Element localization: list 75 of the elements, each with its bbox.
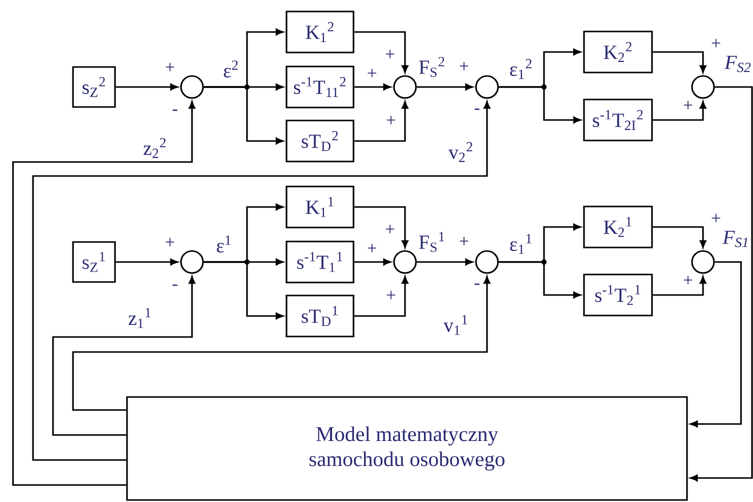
summing-junction	[393, 250, 417, 274]
sign-label: -	[474, 284, 480, 285]
sign-label: -	[172, 284, 178, 286]
block-box: K$_{1}$2	[286, 10, 354, 54]
sign-label: +	[368, 68, 376, 78]
block-box: s$_{Z}$1	[72, 241, 116, 283]
signal-label: z$_{1}$1	[128, 308, 151, 328]
arrow	[416, 258, 473, 266]
block-box: sT$_{D}$2	[286, 120, 354, 162]
summing-junction	[475, 75, 499, 99]
sign-label: +	[712, 38, 720, 48]
block-box: K$_{1}$1	[286, 186, 354, 228]
block-box: s$^{-1}$T$_{2}$1	[583, 274, 653, 316]
arrow	[498, 261, 581, 298]
signal-label: F$_{S1}$	[722, 230, 748, 248]
summing-junction	[475, 250, 499, 274]
signal-label: F$_{S}$2	[419, 56, 444, 78]
arrow	[354, 84, 391, 90]
signal-label: ε$_{1}$2	[510, 59, 532, 79]
sign-label: +	[368, 244, 376, 252]
arrow	[32, 101, 490, 461]
summing-junction	[180, 250, 204, 274]
block-box: s$^{-1}$T$_{1}$1	[286, 240, 354, 284]
signal-label: v$_{1}$1	[444, 315, 468, 335]
arrow	[354, 206, 408, 248]
arrow	[204, 261, 284, 320]
arrow	[652, 51, 706, 73]
signal-label: F$_{S}$1	[419, 232, 444, 252]
sign-label: +	[684, 276, 692, 284]
summing-junction	[691, 250, 715, 274]
signal-label: ε$^{1}$	[216, 236, 231, 252]
sign-label: +	[460, 62, 468, 70]
arrow	[354, 276, 408, 317]
arrow	[204, 86, 284, 144]
arrow	[354, 258, 391, 266]
arrow	[652, 101, 706, 121]
sign-label: +	[386, 50, 394, 58]
block-box: K$_{2}$2	[583, 30, 653, 74]
arrow	[116, 84, 178, 90]
arrow	[690, 86, 753, 482]
arrow	[354, 101, 408, 142]
sign-label: +	[166, 62, 174, 72]
block-box: s$^{-1}$T$_{2I}$2	[583, 98, 653, 142]
model-box: Model matematyczny samochodu osobowego	[126, 396, 688, 501]
arrow	[416, 84, 473, 90]
block-box: K$_{2}$1	[583, 206, 653, 248]
sign-label: -	[172, 110, 178, 111]
arrow	[52, 276, 196, 436]
arrow	[354, 31, 408, 73]
summing-junction	[691, 75, 715, 99]
signal-label: z$_{2}$2	[144, 138, 166, 158]
summing-junction	[393, 75, 417, 99]
signal-label: v$_{2}$2	[448, 142, 472, 162]
signal-label: ε$_{1}$1	[510, 234, 532, 254]
sign-label: -	[474, 108, 480, 110]
block-box: s$_{Z}$2	[72, 66, 116, 108]
arrow	[652, 226, 706, 248]
arrow	[498, 86, 581, 124]
sign-label: +	[166, 238, 174, 246]
arrow	[116, 258, 178, 266]
block-box: sT$_{D}$1	[286, 294, 354, 338]
block-box: s$^{-1}$T$_{11}$2	[286, 66, 354, 108]
sign-label: +	[386, 224, 394, 234]
summing-junction	[180, 75, 204, 99]
sign-label: +	[460, 236, 468, 246]
arrow	[690, 261, 742, 428]
signal-label: F$_{S2}$	[724, 56, 751, 72]
sign-label: +	[386, 290, 396, 300]
signal-label: ε$^{2}$	[224, 60, 238, 78]
sign-label: +	[712, 214, 720, 222]
arrow	[72, 276, 490, 411]
arrow	[12, 101, 196, 486]
arrow	[652, 276, 706, 296]
sign-label: +	[386, 116, 396, 124]
sign-label: +	[684, 100, 692, 110]
